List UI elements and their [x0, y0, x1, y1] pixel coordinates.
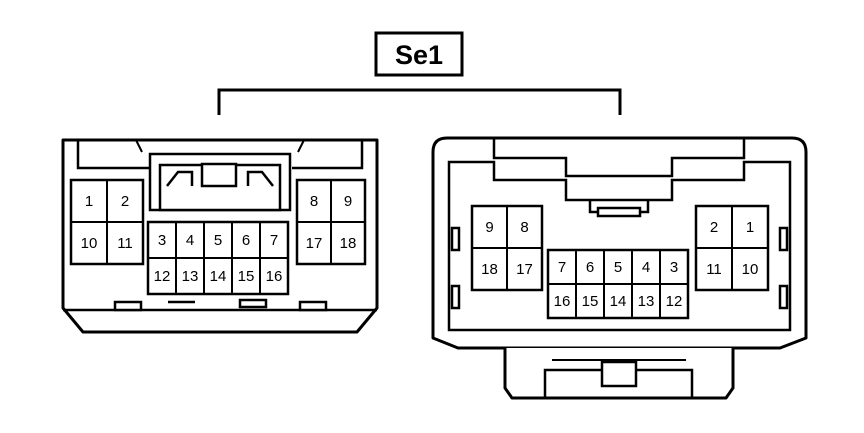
pin-block-border [295, 178, 367, 266]
pin-block: 1 2 10 11 [69, 178, 145, 266]
pin-number: 10 [81, 235, 98, 252]
pin-number: 14 [610, 293, 627, 310]
pin-number: 18 [481, 261, 498, 278]
pin-number: 7 [558, 259, 566, 276]
pin-block: 3 4 5 6 7 12 13 14 15 16 [146, 220, 290, 296]
pin-number: 2 [121, 193, 129, 210]
pin-number: 18 [340, 235, 357, 252]
pin-block-border [470, 204, 544, 292]
pin-number: 3 [670, 259, 678, 276]
pin-number: 1 [746, 219, 754, 236]
pin-number: 12 [154, 268, 171, 285]
pin-number: 17 [516, 261, 533, 278]
pin-number: 11 [706, 261, 722, 278]
pin-number: 11 [117, 235, 133, 252]
pin-number: 16 [554, 293, 571, 310]
pin-block: 8 9 17 18 [295, 178, 367, 266]
title-box [374, 31, 464, 77]
pin-number: 16 [266, 268, 283, 285]
title-label: Se1 [374, 31, 464, 77]
pin-number: 13 [638, 293, 655, 310]
pin-block-border [146, 220, 290, 296]
pin-block-border [694, 204, 770, 292]
pin-number: 5 [614, 259, 622, 276]
pin-number: 13 [182, 268, 199, 285]
pin-number: 8 [310, 193, 318, 210]
pin-number: 9 [485, 219, 493, 236]
pin-number: 7 [270, 232, 278, 249]
pin-block: 9 8 18 17 [470, 204, 544, 292]
pin-cell [731, 247, 769, 291]
pin-block-border [546, 248, 690, 320]
pin-cell [330, 221, 366, 265]
pin-number: 1 [85, 193, 93, 210]
pin-number: 8 [520, 219, 528, 236]
pin-cell [659, 283, 689, 319]
pin-number: 10 [742, 261, 759, 278]
pin-number: 3 [158, 232, 166, 249]
pin-number: 9 [344, 193, 352, 210]
pin-block-border [69, 178, 145, 266]
pin-block: 7 6 5 4 3 16 15 14 13 12 [546, 248, 690, 320]
pin-number: 4 [642, 259, 650, 276]
pin-number: 17 [306, 235, 323, 252]
connector-bracket [217, 88, 622, 115]
pin-number: 4 [186, 232, 194, 249]
pin-number: 6 [242, 232, 250, 249]
pin-number: 2 [710, 219, 718, 236]
pin-number: 14 [210, 268, 227, 285]
pin-number: 12 [666, 293, 683, 310]
right-connector-housing [431, 136, 808, 400]
pin-number: 15 [238, 268, 255, 285]
pin-number: 6 [586, 259, 594, 276]
pin-number: 5 [214, 232, 222, 249]
pin-number: 15 [582, 293, 599, 310]
title-text: Se1 [395, 40, 443, 70]
pin-cell [631, 283, 661, 319]
